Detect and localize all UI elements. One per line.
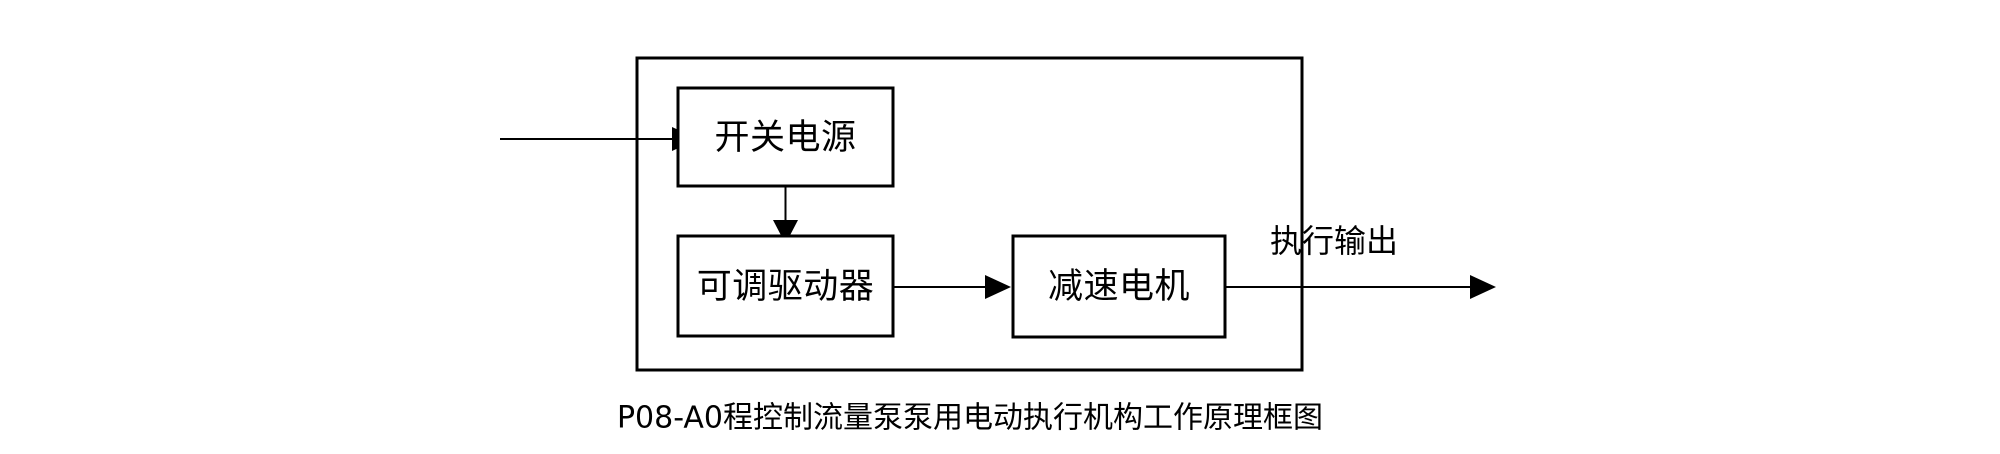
actuator-output-arrowhead xyxy=(1470,275,1496,299)
block-adjustable-driver: 可调驱动器 xyxy=(676,234,895,338)
power-input-connector xyxy=(500,127,698,151)
figure-caption: P08-A0程控制流量泵泵用电动执行机构工作原理框图 xyxy=(617,401,1323,436)
supply-to-driver-arrowhead xyxy=(773,220,798,244)
block-gear-motor: 减速电机 xyxy=(1011,234,1227,339)
actuator-enclosure-box xyxy=(635,56,1304,372)
driver-to-motor-arrowhead xyxy=(985,275,1011,299)
block-label-switching-power-supply: 开关电源 xyxy=(714,118,856,158)
actuator-output-connector: 执行输出 xyxy=(1225,222,1496,299)
block-switching-power-supply: 开关电源 xyxy=(676,86,895,188)
block-label-gear-motor: 减速电机 xyxy=(1048,267,1190,307)
block-label-adjustable-driver: 可调驱动器 xyxy=(697,267,875,307)
edge-label-actuator-output: 执行输出 xyxy=(1270,222,1398,260)
supply-to-driver-connector xyxy=(773,186,798,244)
driver-to-motor-connector xyxy=(893,275,1011,299)
